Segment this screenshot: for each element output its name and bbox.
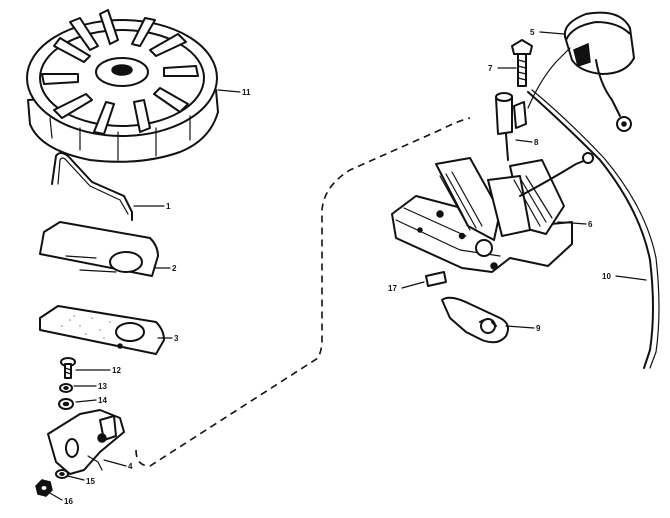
- callout-12: 12: [112, 366, 121, 375]
- callout-13: 13: [98, 382, 107, 391]
- callout-leaders: [47, 31, 647, 501]
- callout-4: 4: [128, 462, 133, 471]
- callout-5: 5: [530, 28, 535, 37]
- primary-wire: [527, 89, 660, 369]
- callout-1: 1: [166, 202, 171, 211]
- gasket: [39, 305, 165, 355]
- screw-12: [60, 357, 76, 379]
- callout-11: 11: [242, 88, 251, 97]
- callout-17: 17: [388, 284, 397, 293]
- retainer: [441, 296, 509, 344]
- callout-6: 6: [588, 220, 593, 229]
- callout-15: 15: [86, 477, 95, 486]
- washer-14: [58, 398, 74, 410]
- callout-numbers: 11 1 2 3 12 13 14 4 15 16 5 7 8 6 17 9 1…: [64, 28, 611, 506]
- callout-3: 3: [174, 334, 179, 343]
- flywheel: [26, 9, 219, 163]
- callout-2: 2: [172, 264, 177, 273]
- cover-plate: [39, 221, 159, 277]
- assembly-guide-line: [135, 117, 471, 467]
- washer-15: [55, 469, 69, 479]
- callout-9: 9: [536, 324, 541, 333]
- callout-10: 10: [602, 272, 611, 281]
- callout-7: 7: [488, 64, 493, 73]
- condenser: [495, 47, 571, 161]
- callout-8: 8: [534, 138, 539, 147]
- screw-7: [511, 39, 533, 87]
- breaker-points: [47, 409, 125, 475]
- ignition-coil: [564, 11, 635, 132]
- callout-14: 14: [98, 396, 107, 405]
- washer-13: [59, 383, 73, 393]
- retaining-clip: [51, 152, 133, 221]
- armature-plate: [391, 152, 594, 273]
- key: [425, 271, 447, 287]
- callout-16: 16: [64, 497, 73, 506]
